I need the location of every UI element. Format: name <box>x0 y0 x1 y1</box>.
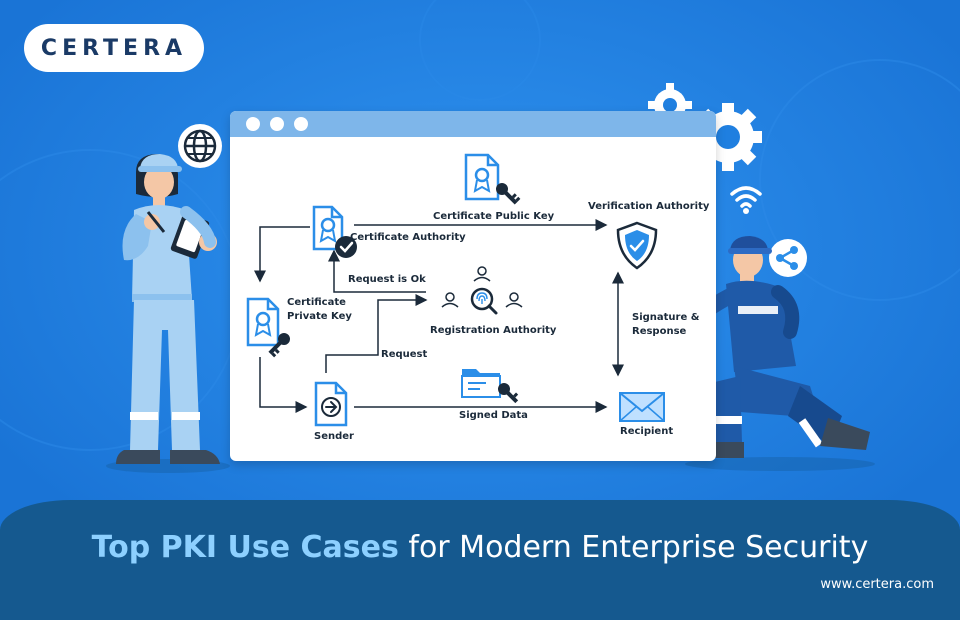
certificate-authority-icon <box>312 205 357 258</box>
label-signed-data: Signed Data <box>459 410 528 421</box>
label-certificate-private-key-1: Certificate <box>287 297 346 308</box>
window-dot-3[interactable] <box>294 117 308 131</box>
edge-private-key-to-sender <box>259 357 308 413</box>
window-dot-1[interactable] <box>246 117 260 131</box>
window-titlebar <box>230 111 716 137</box>
label-recipient: Recipient <box>620 426 674 437</box>
standing-worker-illustration <box>106 154 230 473</box>
website-link[interactable]: www.certera.com <box>820 577 934 592</box>
public-key-certificate-icon <box>464 153 521 205</box>
label-signature-response-2: Response <box>632 326 687 337</box>
label-certificate-public-key: Certificate Public Key <box>433 211 555 222</box>
sender-icon <box>314 381 348 427</box>
share-icon <box>769 239 807 277</box>
wifi-icon <box>730 186 762 214</box>
label-request: Request <box>381 349 428 360</box>
edge-request <box>325 294 428 373</box>
label-signature-response-1: Signature & <box>632 312 700 323</box>
diagram-connectors <box>254 219 624 413</box>
title-rest: for Modern Enterprise Security <box>398 530 869 565</box>
envelope-icon <box>619 392 665 422</box>
window-dot-2[interactable] <box>270 117 284 131</box>
folder-icon <box>461 369 519 404</box>
label-certificate-private-key-2: Private Key <box>287 311 352 322</box>
fingerprint-search-icon <box>441 266 523 315</box>
page-title: Top PKI Use Cases for Modern Enterprise … <box>0 530 960 565</box>
diagram-window: Certificate Public Key Verification Auth… <box>230 111 716 461</box>
edge-ca-to-private-key <box>254 226 310 283</box>
label-sender: Sender <box>314 431 354 442</box>
logo-text: CERTERA <box>40 35 188 61</box>
label-certificate-authority: Certificate Authority <box>350 232 466 243</box>
title-highlight: Top PKI Use Cases <box>91 530 399 565</box>
private-key-certificate-icon <box>246 297 290 358</box>
label-request-is-ok: Request is Ok <box>348 274 426 285</box>
footer-band <box>0 500 960 620</box>
shield-check-icon <box>616 221 658 270</box>
globe-icon <box>178 124 222 168</box>
edge-request-is-ok <box>328 249 426 293</box>
certera-logo[interactable]: CERTERA <box>24 24 204 72</box>
label-verification-authority: Verification Authority <box>588 201 710 212</box>
label-registration-authority: Registration Authority <box>430 325 557 336</box>
